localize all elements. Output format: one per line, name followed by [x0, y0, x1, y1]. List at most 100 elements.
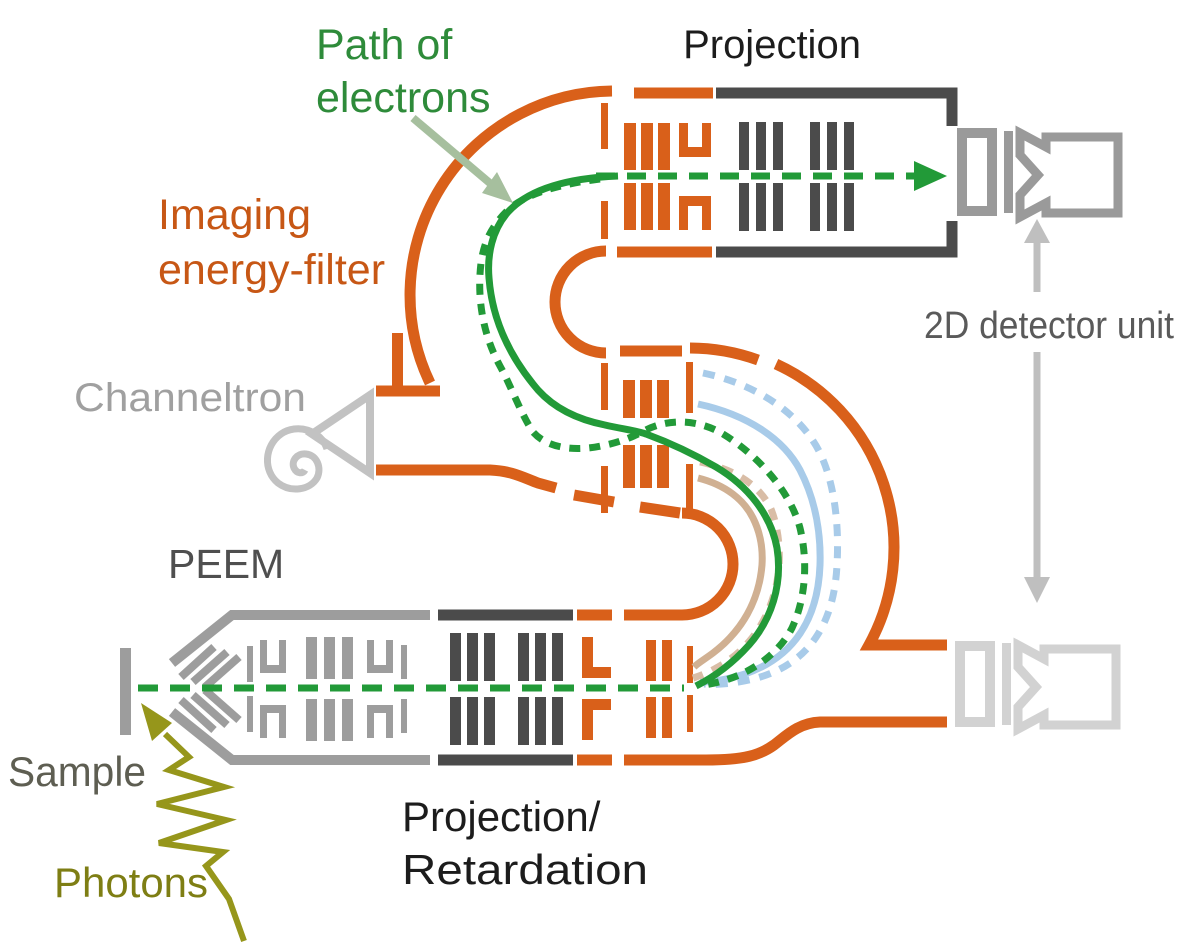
- blue-dashed-trajectory: [702, 369, 842, 688]
- photon-arrow-icon: [141, 703, 247, 943]
- tan-solid-trajectory: [691, 474, 766, 670]
- label-pointer-arrow-icon: [410, 114, 513, 203]
- electrode-bar: [810, 122, 820, 170]
- label-projection-top: Projection: [683, 23, 861, 67]
- aperture-bar: [601, 466, 608, 513]
- aperture-bar: [392, 333, 403, 386]
- peem-cone-bottom: [168, 708, 430, 765]
- top-housing-bottom: [716, 221, 958, 258]
- electrode-bar: [324, 637, 335, 679]
- electrode-bar: [484, 633, 495, 681]
- label-peem: PEEM: [168, 541, 284, 587]
- electrode-u: [260, 705, 286, 713]
- peem-cone-top: [168, 610, 430, 667]
- electrode-bar: [657, 445, 669, 488]
- electrode-bar: [342, 637, 353, 679]
- electrode-bar: [739, 122, 749, 170]
- electrode-bar: [624, 183, 636, 230]
- aperture-bar: [247, 646, 253, 682]
- channeltron-spiral-icon: [263, 425, 331, 493]
- electrode-bar: [624, 123, 636, 170]
- bottom-channel-bottom-wall-orange: [577, 716, 947, 766]
- mid-passage-bottom-wall-dash: [573, 489, 681, 519]
- electrode-bar: [623, 445, 635, 488]
- electrode-bar: [535, 697, 546, 745]
- electrode-u: [367, 640, 374, 673]
- electrode-bar: [641, 183, 653, 230]
- electrode-bar: [552, 697, 563, 745]
- top-detector-icon: [957, 125, 1123, 225]
- peem-column-walls: [168, 610, 430, 765]
- label-2d-detector-unit: 2D detector unit: [924, 305, 1174, 347]
- arrow-down-head: [1024, 577, 1050, 603]
- electrode-bar: [324, 699, 335, 741]
- electrode-bar: [756, 122, 766, 170]
- electrode-bar: [658, 183, 670, 230]
- electrode-bar: [601, 201, 608, 239]
- electrode-u: [386, 705, 393, 738]
- blue-solid-trajectory: [697, 400, 824, 686]
- electrode-bar: [810, 183, 820, 231]
- electrode-u: [367, 665, 393, 673]
- electrode-u: [260, 665, 286, 673]
- electrode-u: [679, 196, 688, 230]
- peem-electrodes: [120, 637, 407, 741]
- tan-dashed-trajectory: [691, 458, 783, 682]
- electrode-u: [367, 705, 393, 713]
- electrode-bar: [646, 697, 656, 738]
- detector-link-arrows-icon: [1024, 219, 1050, 603]
- electrode-bar: [773, 122, 783, 170]
- electrode-u: [279, 705, 286, 738]
- label-sample: Sample: [8, 748, 146, 795]
- electrode-bar: [641, 123, 653, 170]
- electrode-u: [679, 123, 688, 157]
- objective-line: [178, 644, 217, 680]
- channeltron-bottom-wall: [376, 464, 558, 494]
- electron-trajectory-dotted: [476, 175, 809, 689]
- electrode-u: [367, 705, 374, 738]
- arrow-up-head: [1024, 219, 1050, 243]
- electrode-bar: [450, 633, 461, 681]
- electrode-u: [679, 147, 711, 157]
- electrode-bar: [640, 380, 652, 418]
- electrode-bar: [827, 183, 837, 231]
- aperture-bar: [401, 699, 407, 733]
- mcp-plate: [955, 641, 995, 727]
- sample-bar: [120, 648, 131, 735]
- electrode-bar: [467, 633, 478, 681]
- screen-bar: [1002, 643, 1011, 725]
- objective-lens-electrodes: [178, 644, 242, 733]
- electrode-bar: [657, 380, 669, 418]
- electrode-bar: [535, 633, 546, 681]
- labels: Path of electrons Projection Imaging ene…: [8, 21, 1174, 906]
- orange-electrodes: [392, 103, 711, 740]
- electrode-u: [679, 196, 711, 206]
- electrode-bar: [306, 699, 317, 741]
- objective-line: [190, 692, 230, 728]
- objective-line: [202, 654, 242, 690]
- electrode-bar: [739, 183, 749, 231]
- electrode-bar: [601, 103, 608, 149]
- electrode-bar: [662, 640, 672, 681]
- electrode-bar: [467, 697, 478, 745]
- dark-electrodes: [450, 122, 854, 745]
- label-imaging-energy-filter: Imaging: [158, 191, 311, 239]
- channeltron-icon: [263, 387, 374, 493]
- electrode-bar: [484, 697, 495, 745]
- electrode-u: [702, 196, 711, 230]
- aperture-bar: [601, 363, 608, 410]
- electrode-bar: [662, 697, 672, 738]
- label-path-of-electrons: Path of: [316, 21, 453, 69]
- objective-line: [202, 687, 242, 723]
- electrode-u: [260, 705, 267, 738]
- electron-trajectory-solid: [485, 172, 783, 690]
- aperture-bar: [401, 645, 407, 679]
- channeltron-horn: [304, 387, 374, 481]
- beam-arrowhead-icon: [914, 161, 947, 191]
- electrode-bar: [640, 445, 652, 488]
- upper-bend-inner-wall: [549, 245, 607, 359]
- electrode-u: [279, 640, 286, 673]
- electron-path: [138, 161, 947, 692]
- dispersion-arcs: [691, 369, 842, 688]
